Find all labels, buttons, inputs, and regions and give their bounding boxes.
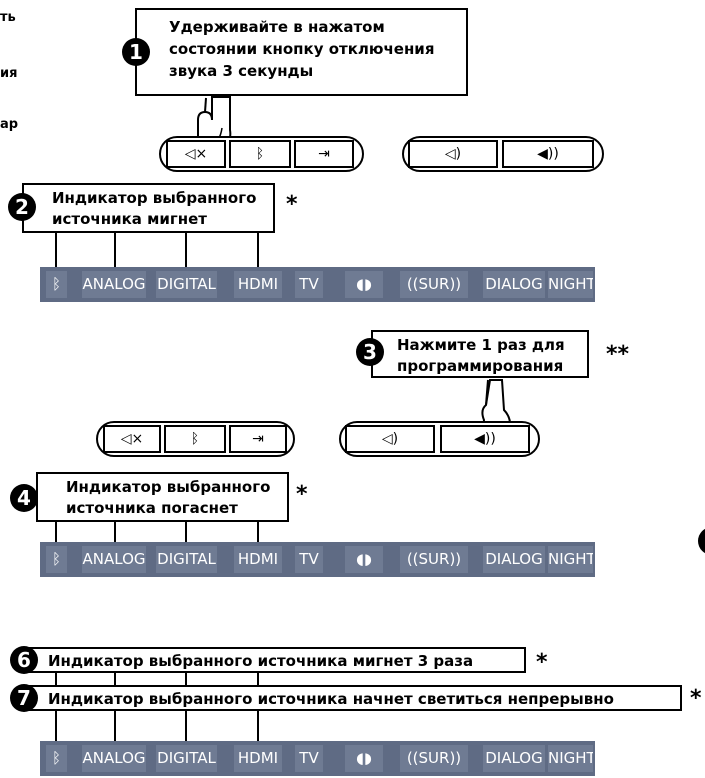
mute-button-2[interactable]: ◁× [103, 425, 161, 453]
step6-text: Индикатор выбранного источника мигнет 3 … [48, 652, 474, 670]
indicator-analog: ANALOG [82, 271, 146, 298]
step2-badge: 2 [8, 193, 36, 221]
volume-down-icon: ◁) [444, 146, 462, 162]
volume-down-button-1[interactable]: ◁) [408, 140, 498, 168]
volume-down-button-2[interactable]: ◁) [345, 425, 435, 453]
step3-line2: программирования [397, 357, 564, 375]
edge-text-3: ар [0, 117, 19, 132]
step4-line2: источника погаснет [66, 499, 238, 517]
volume-up-icon: ◀)) [537, 146, 559, 162]
step2-callout: Индикатор выбранного источника мигнет [22, 183, 275, 233]
step1-text: Удерживайте в нажатом состоянии кнопку о… [169, 18, 435, 80]
indicator-hdmi: HDMI [234, 546, 282, 573]
step1-badge: 1 [122, 38, 150, 66]
edge-text-2: ия [0, 66, 18, 81]
mute-button-1[interactable]: ◁× [166, 140, 226, 168]
mute-icon: ◁× [120, 431, 144, 447]
edge-text-1: ть [0, 10, 16, 25]
indicator-tv: TV [295, 745, 323, 772]
indicator-tv: TV [295, 271, 323, 298]
bluetooth-icon: ᛒ [190, 431, 200, 447]
step4-asterisk: * [296, 482, 308, 507]
indicator-analog: ANALOG [82, 546, 146, 573]
indicator-dialog: DIALOG [483, 546, 545, 573]
bluetooth-button-2[interactable]: ᛒ [164, 425, 226, 453]
indicator-dialog: DIALOG [483, 271, 545, 298]
step2-asterisk: * [286, 192, 298, 217]
indicator-dolby: ◖◗ [345, 271, 383, 298]
indicator-digital: DIGITAL [156, 546, 217, 573]
indicator-surround: ((SUR)) [400, 745, 468, 772]
indicator-night: NIGHT [548, 271, 593, 298]
step6-badge: 6 [10, 646, 38, 674]
step4-line1: Индикатор выбранного [66, 478, 271, 496]
indicator-bluetooth: ᛒ [46, 271, 67, 298]
step6-asterisk: * [536, 650, 548, 675]
volume-up-button-1[interactable]: ◀)) [502, 140, 594, 168]
indicator-dolby: ◖◗ [345, 745, 383, 772]
indicator-digital: DIGITAL [156, 271, 217, 298]
indicator-tv: TV [295, 546, 323, 573]
indicator-bar-1: ᛒ ANALOG DIGITAL HDMI TV ◖◗ ((SUR)) DIAL… [40, 267, 595, 302]
indicator-night: NIGHT [548, 546, 593, 573]
step2-line1: Индикатор выбранного [52, 189, 257, 207]
mute-icon: ◁× [184, 146, 208, 162]
input-button-1[interactable]: ⇥ [294, 140, 354, 168]
step2-line2: источника мигнет [52, 210, 207, 228]
bluetooth-icon: ᛒ [51, 275, 61, 293]
bluetooth-icon: ᛒ [255, 146, 265, 162]
step3-badge: 3 [356, 338, 384, 366]
indicator-digital: DIGITAL [156, 745, 217, 772]
step4-callout: Индикатор выбранного источника погаснет [36, 472, 289, 522]
input-source-icon: ⇥ [252, 431, 264, 447]
step7-callout: Индикатор выбранного источника начнет св… [24, 685, 682, 711]
step3-asterisk: ** [606, 342, 630, 367]
indicator-dialog: DIALOG [483, 745, 545, 772]
step4-badge: 4 [10, 484, 38, 512]
dolby-icon: ◖◗ [356, 550, 372, 568]
bluetooth-icon: ᛒ [51, 550, 61, 568]
dolby-icon: ◖◗ [356, 275, 372, 293]
input-source-icon: ⇥ [318, 146, 330, 162]
indicator-bluetooth: ᛒ [46, 745, 67, 772]
bluetooth-button-1[interactable]: ᛒ [229, 140, 291, 168]
step7-badge: 7 [10, 684, 38, 712]
indicator-night: NIGHT [548, 745, 593, 772]
input-button-2[interactable]: ⇥ [229, 425, 287, 453]
step7-asterisk: * [690, 686, 702, 711]
step1-callout: Удерживайте в нажатом состоянии кнопку о… [135, 8, 468, 96]
indicator-analog: ANALOG [82, 745, 146, 772]
volume-up-icon: ◀)) [474, 431, 496, 447]
step6-callout: Индикатор выбранного источника мигнет 3 … [24, 647, 526, 673]
indicator-bluetooth: ᛒ [46, 546, 67, 573]
step3-line1: Нажмите 1 раз для [397, 336, 565, 354]
indicator-surround: ((SUR)) [400, 271, 468, 298]
indicator-dolby: ◖◗ [345, 546, 383, 573]
step3-callout: Нажмите 1 раз для программирования [371, 330, 589, 378]
indicator-hdmi: HDMI [234, 745, 282, 772]
indicator-surround: ((SUR)) [400, 546, 468, 573]
volume-up-button-2[interactable]: ◀)) [440, 425, 530, 453]
volume-down-icon: ◁) [381, 431, 399, 447]
bluetooth-icon: ᛒ [51, 749, 61, 767]
dolby-icon: ◖◗ [356, 749, 372, 767]
step7-text: Индикатор выбранного источника начнет св… [48, 690, 614, 708]
indicator-bar-3: ᛒ ANALOG DIGITAL HDMI TV ◖◗ ((SUR)) DIAL… [40, 741, 595, 776]
indicator-bar-2: ᛒ ANALOG DIGITAL HDMI TV ◖◗ ((SUR)) DIAL… [40, 542, 595, 577]
indicator-hdmi: HDMI [234, 271, 282, 298]
